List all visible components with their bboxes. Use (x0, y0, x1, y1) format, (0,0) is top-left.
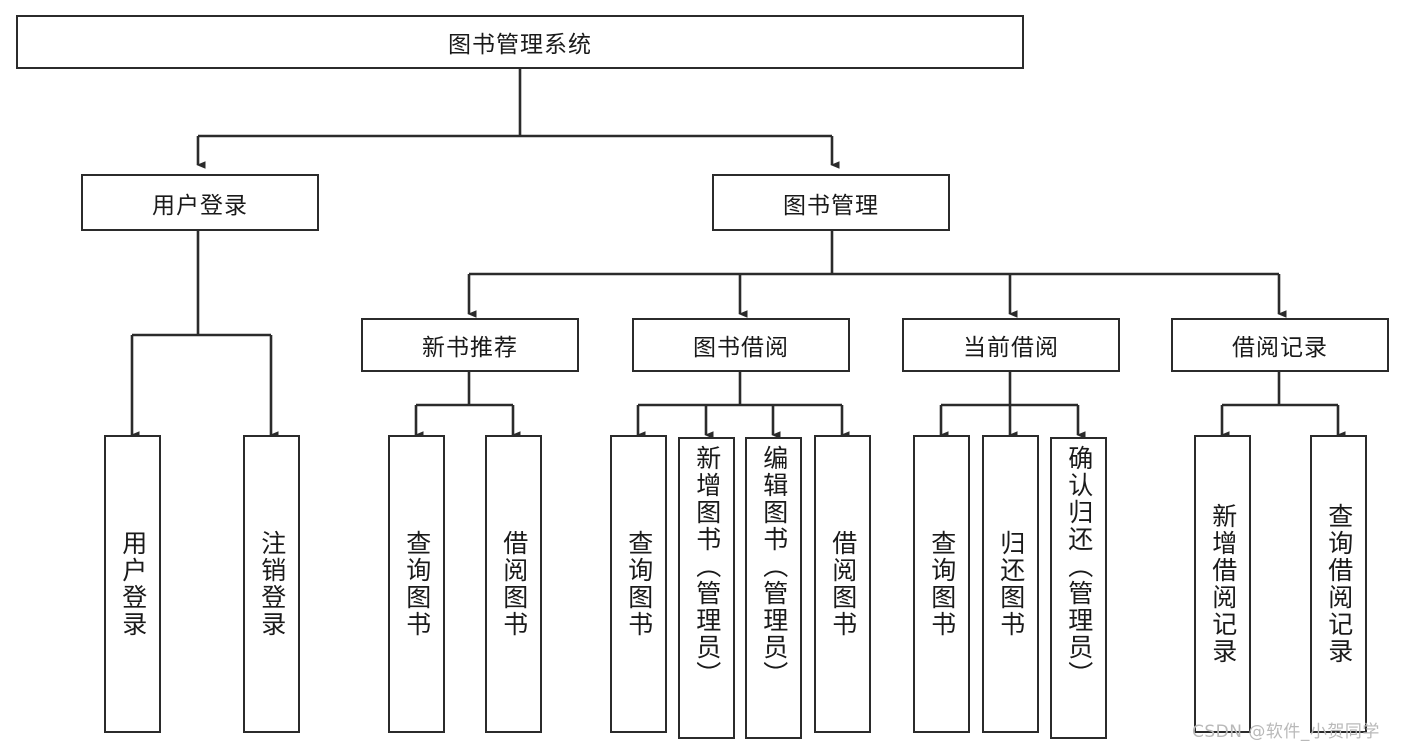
node-leaf-query-book-2[interactable]: 查询图书 (610, 435, 667, 733)
node-book-borrow-label: 图书借阅 (693, 335, 789, 361)
csdn-watermark: CSDN @软件_小贺同学 (1192, 722, 1380, 742)
node-leaf-user-login-label: 用户登录 (118, 530, 148, 638)
node-leaf-query-book-3[interactable]: 查询图书 (913, 435, 970, 733)
node-leaf-query-record[interactable]: 查询借阅记录 (1310, 435, 1367, 733)
node-leaf-borrow-book-1[interactable]: 借阅图书 (485, 435, 542, 733)
node-borrow-record-label: 借阅记录 (1232, 335, 1328, 361)
node-leaf-confirm-return[interactable]: 确认归还（管理员） (1050, 437, 1107, 739)
node-leaf-add-book[interactable]: 新增图书（管理员） (678, 437, 735, 739)
node-book-borrow[interactable]: 图书借阅 (632, 318, 850, 372)
node-leaf-add-book-label: 新增图书（管理员） (692, 445, 722, 688)
node-leaf-query-book-1-label: 查询图书 (402, 530, 432, 638)
node-leaf-query-book-1[interactable]: 查询图书 (388, 435, 445, 733)
node-book-manage[interactable]: 图书管理 (712, 174, 950, 231)
node-leaf-edit-book[interactable]: 编辑图书（管理员） (745, 437, 802, 739)
node-leaf-logout-label: 注销登录 (257, 530, 287, 638)
node-leaf-add-record-label: 新增借阅记录 (1208, 503, 1238, 665)
node-leaf-return-book-label: 归还图书 (996, 530, 1026, 638)
node-leaf-add-record[interactable]: 新增借阅记录 (1194, 435, 1251, 733)
node-leaf-borrow-book-1-label: 借阅图书 (499, 530, 529, 638)
node-book-manage-label: 图书管理 (783, 192, 879, 219)
node-new-book-recommend-label: 新书推荐 (422, 335, 518, 361)
node-leaf-confirm-return-label: 确认归还（管理员） (1064, 445, 1094, 688)
node-leaf-return-book[interactable]: 归还图书 (982, 435, 1039, 733)
node-current-borrow-label: 当前借阅 (963, 335, 1059, 361)
node-user-login[interactable]: 用户登录 (81, 174, 319, 231)
node-current-borrow[interactable]: 当前借阅 (902, 318, 1120, 372)
node-user-login-label: 用户登录 (152, 192, 248, 219)
node-new-book-recommend[interactable]: 新书推荐 (361, 318, 579, 372)
node-leaf-query-book-3-label: 查询图书 (927, 530, 957, 638)
node-leaf-borrow-book-2[interactable]: 借阅图书 (814, 435, 871, 733)
node-leaf-query-book-2-label: 查询图书 (624, 530, 654, 638)
node-leaf-query-record-label: 查询借阅记录 (1324, 503, 1354, 665)
node-root-label: 图书管理系统 (448, 32, 592, 58)
node-leaf-borrow-book-2-label: 借阅图书 (828, 530, 858, 638)
node-leaf-logout[interactable]: 注销登录 (243, 435, 300, 733)
node-leaf-edit-book-label: 编辑图书（管理员） (759, 445, 789, 688)
node-borrow-record[interactable]: 借阅记录 (1171, 318, 1389, 372)
node-leaf-user-login[interactable]: 用户登录 (104, 435, 161, 733)
node-root[interactable]: 图书管理系统 (16, 15, 1024, 69)
